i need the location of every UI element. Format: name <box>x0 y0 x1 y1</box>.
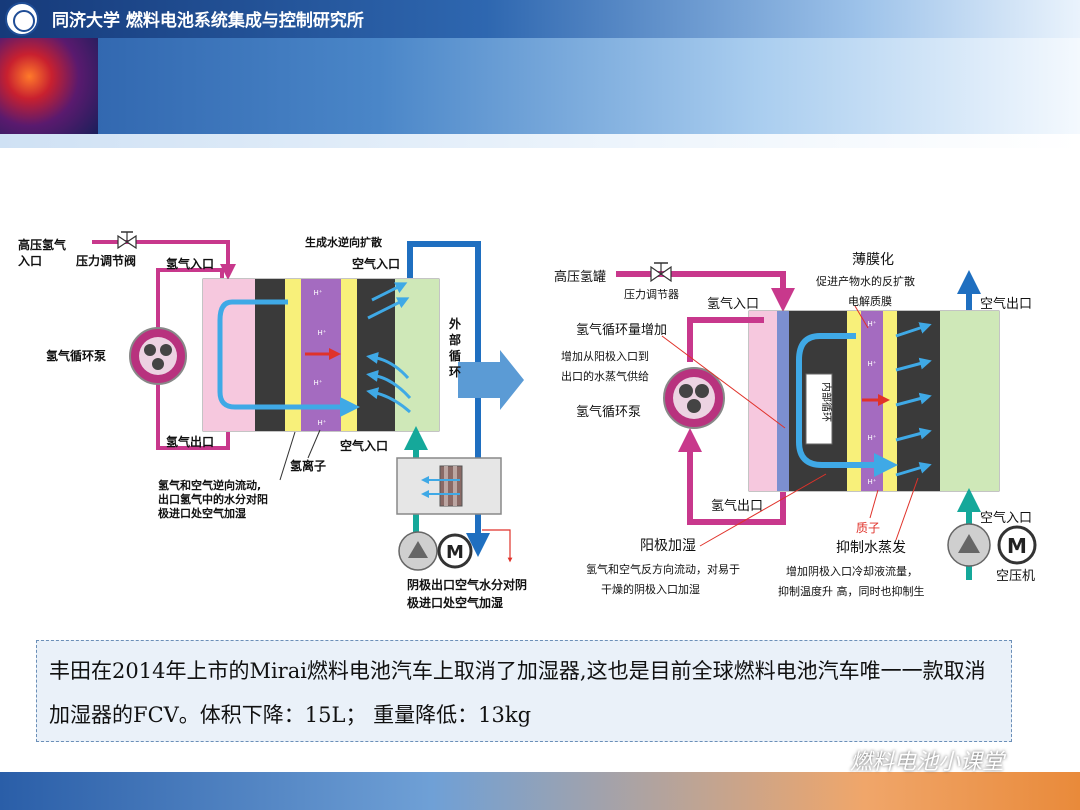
right-label-compressor: 空压机 <box>996 569 1035 584</box>
left-h2-supply-line <box>92 240 236 280</box>
right-label-vapor-note-1: 增加从阳极入口到 <box>561 349 649 363</box>
left-h2-pump-icon <box>129 327 187 385</box>
left-label-water-diffusion: 生成水逆向扩散 <box>305 235 383 249</box>
left-label-air-inlet-top: 空气入口 <box>352 256 400 271</box>
right-note-coolant-2: 抑制温度升 高，同时也抑制生 <box>778 584 925 598</box>
right-anode-catalyst <box>847 311 861 491</box>
fuel-cell-humidification-diagram: H⁺ H⁺ H⁺ H⁺ <box>18 231 1037 610</box>
right-label-pressure-valve: 压力调节器 <box>624 288 679 301</box>
footer-bar <box>0 772 1080 810</box>
left-proton-mark-3: H⁺ <box>314 379 323 387</box>
header-title: 同济大学 燃料电池系统集成与控制研究所 <box>52 11 364 31</box>
left-cathode-electrode <box>357 279 395 431</box>
left-exhaust-line <box>482 529 513 563</box>
left-note-counterflow-2: 出口氢气中的水分对阳 <box>158 492 268 506</box>
right-valve-icon <box>650 262 672 283</box>
left-humidifier-block <box>396 457 502 515</box>
right-label-h2-inlet: 氢气入口 <box>707 296 759 312</box>
left-label-h2-tank-line1: 高压氢气 <box>18 237 66 252</box>
right-anode-plate <box>749 311 777 491</box>
left-h2-recirc-loop <box>156 382 230 450</box>
left-proton-marks: H⁺ H⁺ H⁺ H⁺ <box>314 289 327 427</box>
right-cathode-arrows <box>895 322 932 477</box>
left-label-hydrogen-ion: 氢离子 <box>290 458 326 473</box>
right-h2-recirc-loop-up <box>687 317 764 362</box>
left-compressor-icon: M <box>398 531 473 571</box>
left-label-external-loop-1: 外 <box>449 316 461 331</box>
left-anode-catalyst <box>285 279 301 431</box>
left-proton-mark-2: H⁺ <box>318 329 327 337</box>
banner-decorative-image <box>0 38 98 134</box>
right-compressor-icon: M <box>947 523 1037 567</box>
right-label-vapor-note-2: 出口的水蒸气供给 <box>561 369 649 383</box>
left-label-h2-inlet: 氢气入口 <box>166 256 214 271</box>
right-proton-mark-4: H⁺ <box>868 478 877 486</box>
left-proton-mark-1: H⁺ <box>314 289 323 297</box>
right-proton-mark-2: H⁺ <box>868 360 877 368</box>
left-cathode-arrows <box>366 282 412 414</box>
right-label-h2-tank: 高压氢罐 <box>554 269 606 285</box>
right-label-membrane-note: 促进产物水的反扩散 <box>816 274 915 288</box>
right-label-h2-outlet: 氢气出口 <box>711 498 763 514</box>
left-label-h2-outlet: 氢气出口 <box>166 434 214 449</box>
right-motor-label: M <box>1007 534 1027 558</box>
transition-arrow-icon <box>458 350 524 410</box>
left-h2-flow-u <box>217 299 360 417</box>
right-label-suppress-vapor: 抑制水蒸发 <box>836 540 906 556</box>
left-h2-recirc-loop-up <box>156 268 224 330</box>
left-label-air-inlet-bottom: 空气入口 <box>340 438 388 453</box>
right-note-coolant-1: 增加阴极入口冷却液流量， <box>786 564 918 578</box>
right-label-internal-loop: 内部循环 <box>820 382 833 422</box>
left-proton-mark-4: H⁺ <box>318 419 327 427</box>
left-label-pressure-valve: 压力调节阀 <box>76 253 136 268</box>
right-cathode-catalyst <box>883 311 897 491</box>
left-label-external-loop-4: 环 <box>449 365 461 379</box>
watermark-text: 燃料电池小课堂 <box>850 750 1005 775</box>
left-note-counterflow-3: 极进口处空气加湿 <box>158 506 246 520</box>
right-proton-marks: H⁺ H⁺ H⁺ H⁺ <box>868 320 877 486</box>
right-cathode-plate <box>940 311 999 491</box>
right-proton-mark-3: H⁺ <box>868 434 877 442</box>
banner <box>0 38 1080 134</box>
left-note-counterflow-1: 氢气和空气逆向流动, <box>158 478 261 492</box>
right-label-air-inlet: 空气入口 <box>980 510 1032 526</box>
right-note-counterflow-2: 干燥的阴极入口加湿 <box>601 582 700 596</box>
left-label-h2-tank-line2: 入口 <box>18 254 42 268</box>
caption-box: 丰田在2014年上市的Mirai燃料电池汽车上取消了加湿器,这也是目前全球燃料电… <box>36 640 1012 742</box>
right-label-electrolyte-membrane: 电解质膜 <box>848 294 892 308</box>
right-cathode-electrode <box>897 311 940 491</box>
right-label-anode-humid: 阳极加湿 <box>640 538 696 554</box>
banner-strip <box>0 134 1080 148</box>
right-note-counterflow-1: 氢气和空气反方向流动，对易于 <box>586 562 740 576</box>
caption-text: 丰田在2014年上市的Mirai燃料电池汽车上取消了加湿器,这也是目前全球燃料电… <box>49 659 986 727</box>
right-label-proton: 质子 <box>856 521 880 535</box>
left-motor-label: M <box>446 542 464 563</box>
right-h2-recirc-loop <box>678 428 786 525</box>
right-anode-channel <box>777 311 789 491</box>
left-note-cathode-1: 阴极出口空气水分对阴 <box>407 577 527 592</box>
right-h2-pump-icon <box>663 367 725 429</box>
university-seal-icon <box>5 2 39 36</box>
right-label-thin-membrane: 薄膜化 <box>852 252 894 268</box>
left-label-external-loop-2: 部 <box>449 332 461 347</box>
right-proton-mark-1: H⁺ <box>868 320 877 328</box>
wechat-icon <box>818 752 844 772</box>
right-internal-loop-u <box>796 333 898 477</box>
right-h2-supply-line <box>616 271 795 312</box>
right-label-air-outlet: 空气出口 <box>980 296 1032 312</box>
right-diagram: H⁺ H⁺ H⁺ H⁺ 内部循环 <box>554 252 1037 598</box>
left-diagram: H⁺ H⁺ H⁺ H⁺ <box>18 231 527 610</box>
right-internal-loop-box <box>805 373 833 445</box>
right-label-h2-pump: 氢气循环泵 <box>576 404 641 420</box>
left-note-cathode-2: 极进口处空气加湿 <box>407 595 503 610</box>
header-bar <box>0 0 1080 38</box>
left-label-external-loop-3: 循 <box>449 348 461 363</box>
left-valve-icon <box>117 231 137 250</box>
left-cathode-catalyst <box>341 279 357 431</box>
left-label-h2-pump: 氢气循环泵 <box>46 348 106 363</box>
right-label-h2-recirc-increase: 氢气循环量增加 <box>576 322 667 338</box>
